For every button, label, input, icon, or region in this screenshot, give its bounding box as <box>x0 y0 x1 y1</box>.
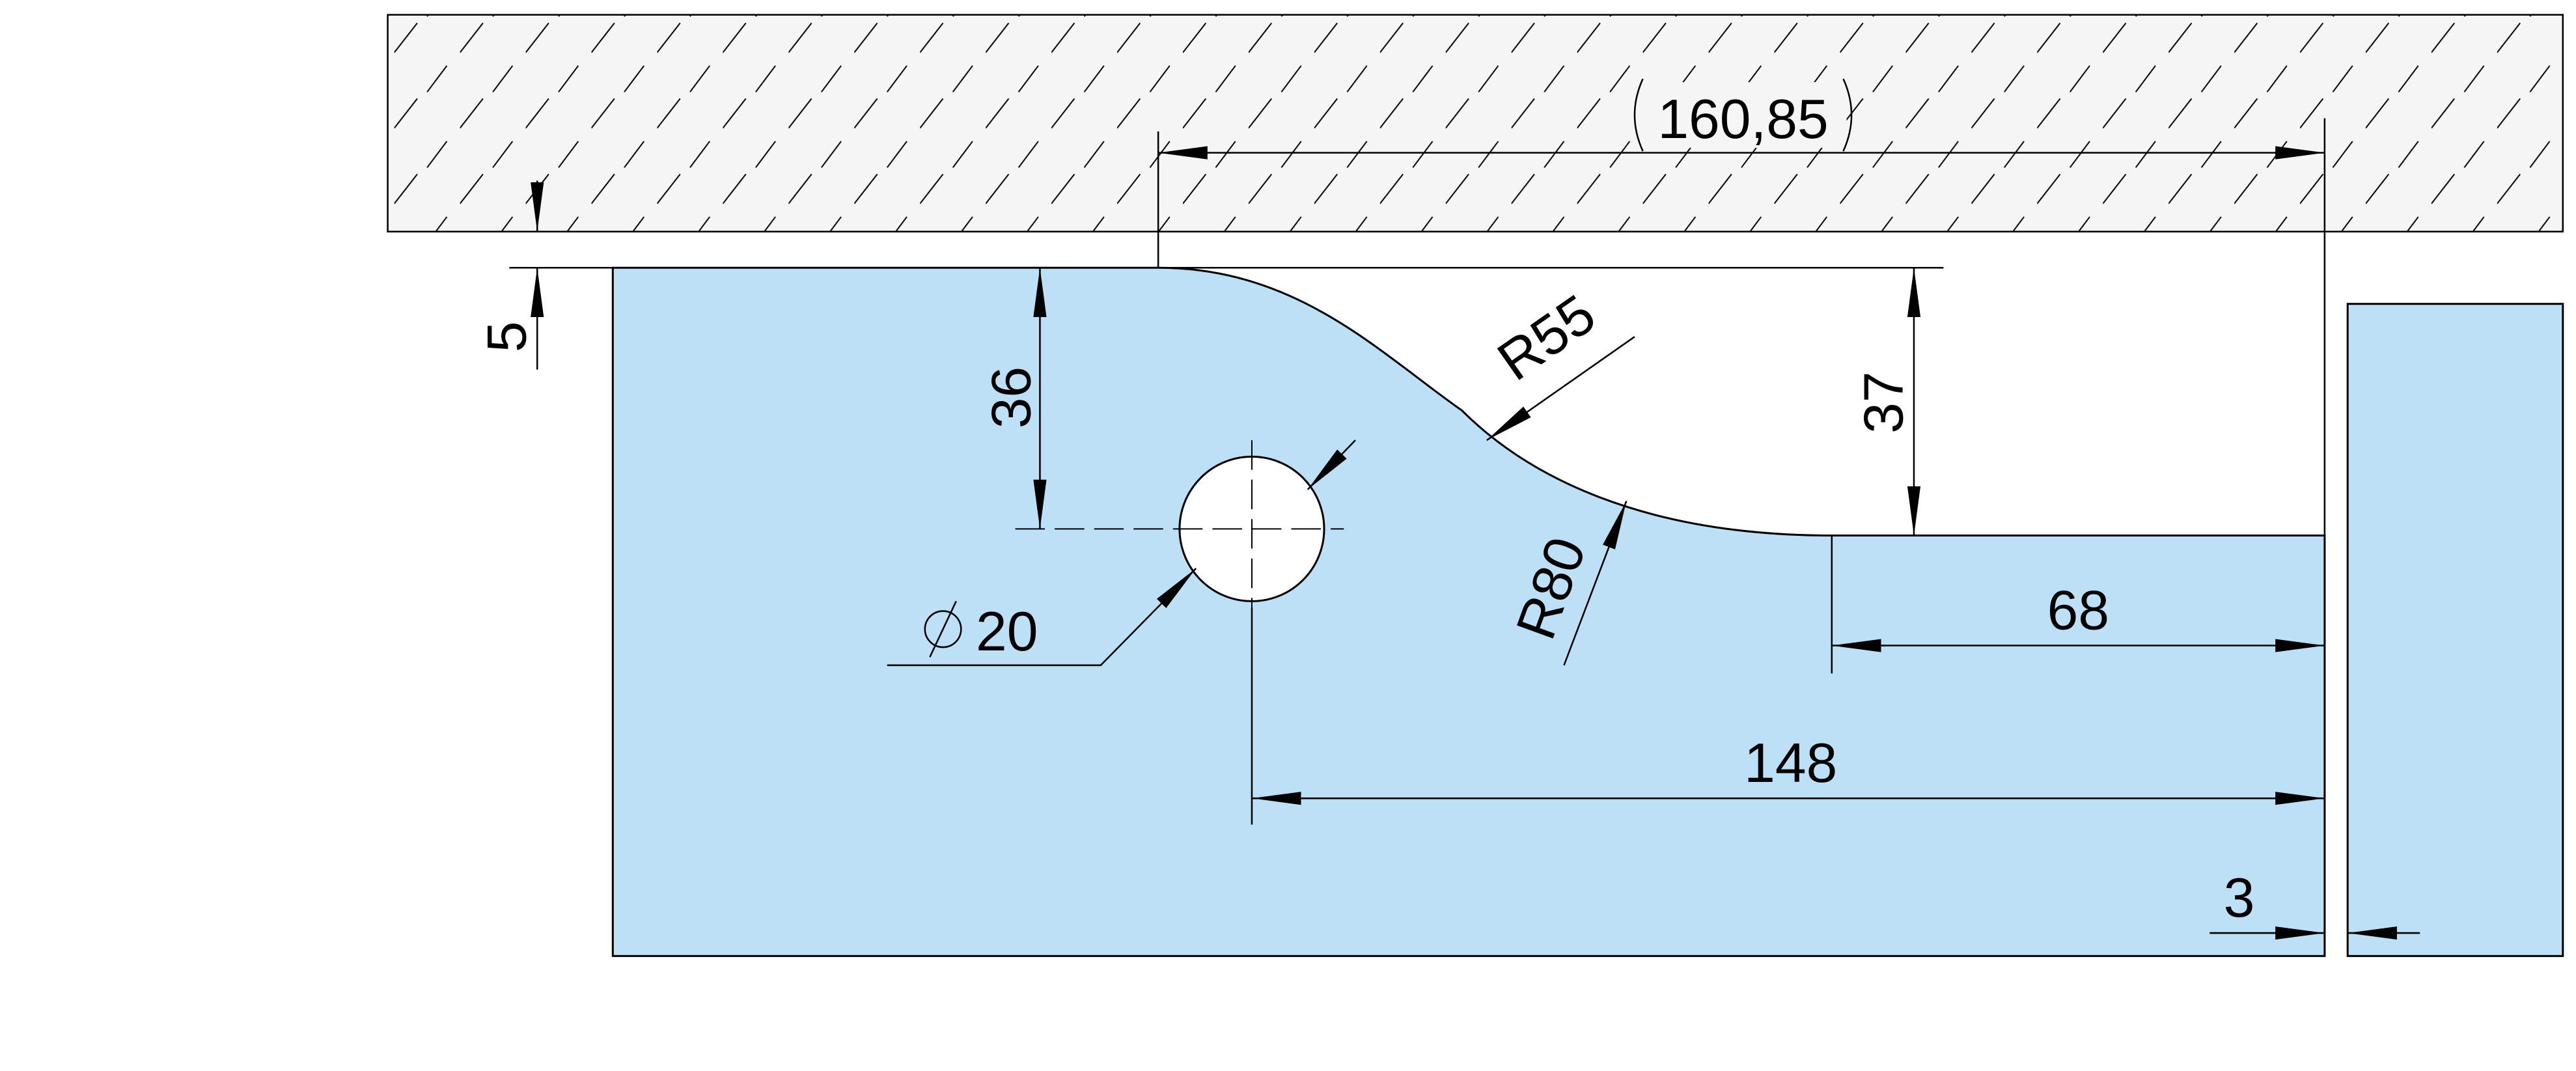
extension-lines <box>509 118 2326 956</box>
dimension-lines <box>531 146 2420 940</box>
dim-r55: R55 <box>1487 283 1607 393</box>
dim-diameter-20: 20 <box>976 600 1038 663</box>
dim-36: 36 <box>980 367 1042 428</box>
dim-160-85: 160,85 <box>1657 88 1828 150</box>
dim-3: 3 <box>2224 867 2255 929</box>
wall-section <box>387 14 2564 233</box>
diameter-symbol-icon <box>924 600 962 658</box>
dim-68: 68 <box>2047 579 2109 641</box>
glass-panel-side <box>2346 303 2564 957</box>
dim-5: 5 <box>476 321 538 352</box>
dim-148: 148 <box>1744 732 1837 794</box>
dim-37: 37 <box>1852 371 1915 433</box>
hole-centerlines <box>1015 440 1344 608</box>
